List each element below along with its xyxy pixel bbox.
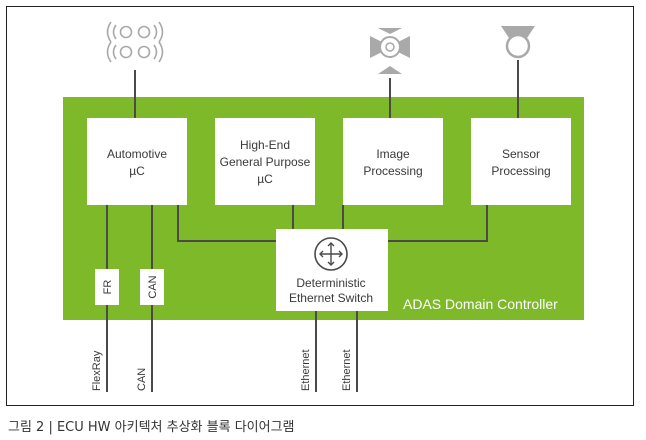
fr-interface-box: FR [95,269,119,305]
sensor-cone-icon [501,26,535,59]
switch-label-line1: Deterministic [296,276,365,290]
image-processing-label-line1: Image [376,147,410,161]
connection-lines [106,60,519,392]
automotive-uc-label-line2: µC [129,164,145,178]
can-interface-box: CAN [140,269,164,305]
camera-icon [370,28,410,74]
ethernet-switch-block: Deterministic Ethernet Switch [276,229,388,311]
automotive-uc-block: Automotive µC [87,118,187,205]
sensor-processing-label-line1: Sensor [502,147,540,161]
sensor-processing-label-line2: Processing [491,164,550,178]
image-processing-block: Image Processing [343,118,443,205]
network-switch-icon [314,237,348,271]
ethernet-label-1: Ethernet [300,349,312,391]
automotive-uc-label-line1: Automotive [107,147,167,161]
high-end-label-line1: High-End [240,138,290,152]
sensor-processing-block: Sensor Processing [471,118,571,205]
flexray-label: FlexRay [91,350,103,391]
can-interface-label: CAN [147,275,159,298]
controller-title: ADAS Domain Controller [403,296,558,312]
switch-label-line2: Ethernet Switch [289,291,373,305]
ethernet-label-2: Ethernet [341,349,353,391]
figure-caption: 그림 2 | ECU HW 아키텍처 추상화 블록 다이어그램 [8,420,295,435]
high-end-uc-block: High-End General Purpose µC [215,118,315,205]
fr-label: FR [102,280,114,295]
can-external-label: CAN [136,368,148,391]
image-processing-label-line2: Processing [363,164,422,178]
radar-waves-icon [106,21,164,63]
high-end-label-line2: General Purpose [220,155,311,169]
high-end-label-line3: µC [257,172,273,186]
